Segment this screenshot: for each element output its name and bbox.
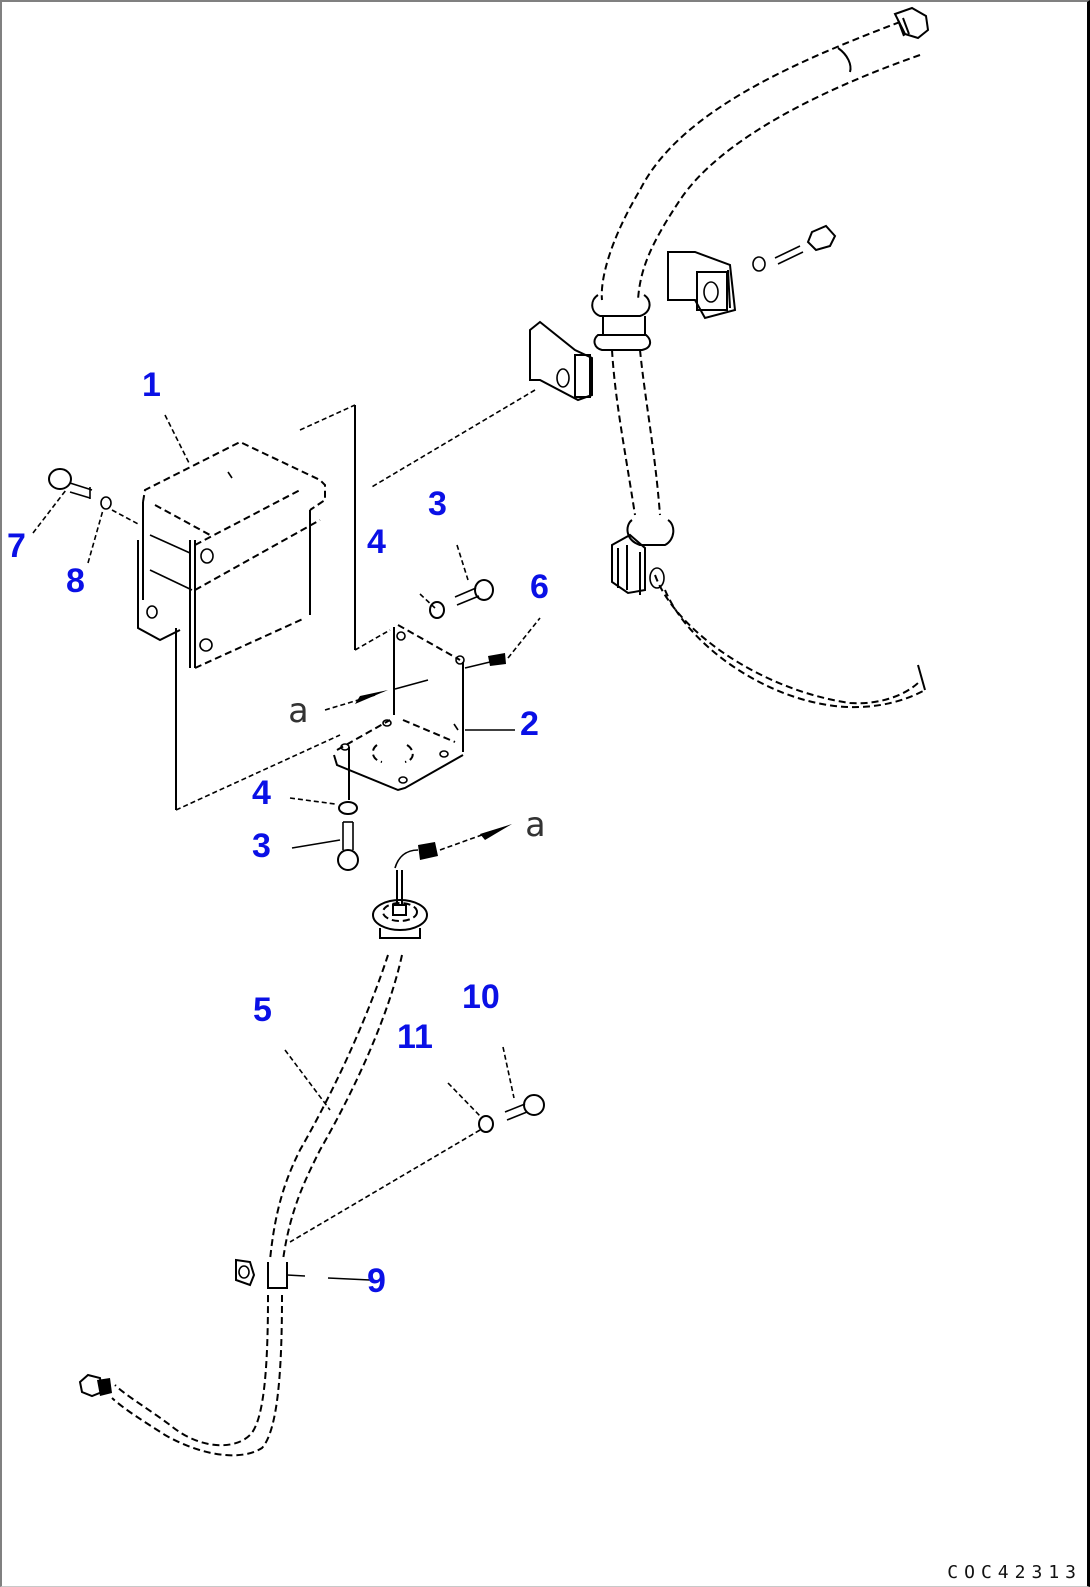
callout-6: 6 xyxy=(530,568,549,606)
callout-9: 9 xyxy=(367,1262,386,1300)
reference-mark-a-upper: a xyxy=(288,691,308,731)
sensor-connector-icon xyxy=(394,824,512,869)
bolt-small-icon xyxy=(774,224,837,265)
callout-3-upper: 3 xyxy=(428,485,447,523)
clamp-bracket-lower xyxy=(611,533,665,595)
callout-2: 2 xyxy=(520,705,539,743)
mounting-bracket xyxy=(333,624,465,792)
drawing-code: COC42313 xyxy=(947,1562,1082,1583)
clamp-9-icon xyxy=(235,1258,256,1287)
bolt-3-lower-icon xyxy=(337,821,359,871)
callout-5: 5 xyxy=(253,991,272,1029)
connector-plug-icon xyxy=(78,1373,112,1398)
washer-small-icon xyxy=(752,256,766,272)
grommet-icon xyxy=(372,899,428,939)
bolt-7-icon xyxy=(48,468,93,499)
callout-8: 8 xyxy=(66,562,85,600)
callout-3-lower: 3 xyxy=(252,827,271,865)
callout-7: 7 xyxy=(7,527,26,565)
washer-8-icon xyxy=(100,496,112,510)
washer-4-upper-icon xyxy=(429,601,445,619)
bolt-3-upper-icon xyxy=(454,579,494,606)
wiring-harness xyxy=(111,954,403,1457)
clamp-bracket-middle xyxy=(529,320,593,402)
callout-1: 1 xyxy=(142,366,161,404)
callout-4-upper: 4 xyxy=(367,523,386,561)
callout-11: 11 xyxy=(397,1018,433,1056)
controller-box xyxy=(137,440,326,669)
hose-pipe xyxy=(591,6,930,709)
washer-4-lower-icon xyxy=(338,801,358,815)
clamp-bracket-upper xyxy=(667,251,737,320)
callout-10: 10 xyxy=(462,978,500,1016)
reference-mark-a-lower: a xyxy=(525,805,545,845)
hose-end-fitting-icon xyxy=(893,6,930,40)
screw-6-icon xyxy=(464,653,506,669)
arrow-a-upper xyxy=(324,679,429,711)
bolt-10-icon xyxy=(504,1094,545,1121)
washer-11-icon xyxy=(478,1115,494,1133)
callout-4-lower: 4 xyxy=(252,774,271,812)
